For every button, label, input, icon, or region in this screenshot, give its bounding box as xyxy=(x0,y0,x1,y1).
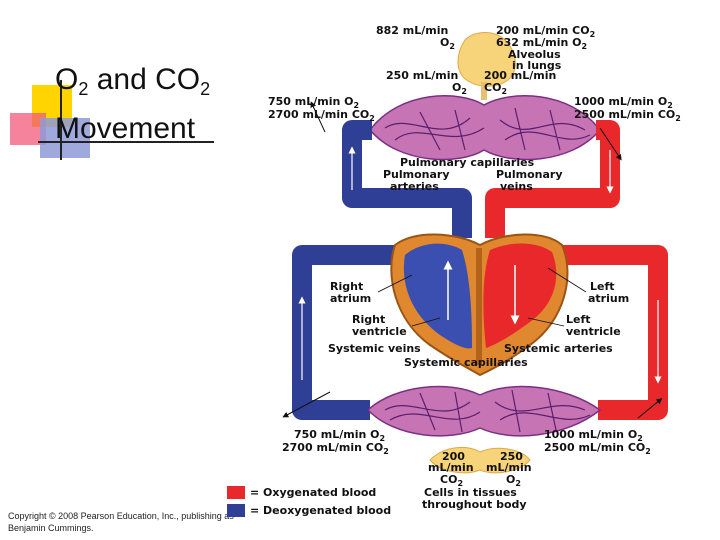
legend-oxygenated-label: = Oxygenated blood xyxy=(250,486,376,499)
flow-arrow-lower-right xyxy=(637,398,663,419)
systemic-capillaries-label: Systemic capillaries xyxy=(404,356,528,369)
left-heart-chamber xyxy=(483,243,557,348)
pulmonary-vein-path xyxy=(485,120,620,238)
bottom-unit-right: mL/min xyxy=(486,461,532,474)
alveolus-label-2: in lungs xyxy=(512,59,562,72)
pulmonary-veins-label-1: Pulmonary xyxy=(496,168,563,181)
alveolus-co2-rate: 200 mL/min xyxy=(484,69,556,82)
systemic-capillary-network xyxy=(384,389,591,433)
tissue-cells xyxy=(429,447,531,474)
flow-arrow-upper-right xyxy=(599,127,622,161)
lower-left-co2-flow: 2700 mL/min CO2 xyxy=(282,441,389,456)
top-left-o2-symbol: O2 xyxy=(440,36,455,51)
pulmonary-arteries-label-2: arteries xyxy=(390,180,439,193)
left-atrium-label-1: Left xyxy=(590,280,615,293)
alveolus-label-1: Alveolus xyxy=(508,48,561,61)
top-left-o2-rate: 882 mL/min xyxy=(376,24,448,37)
bottom-co2-value: 200 xyxy=(442,450,465,463)
alveolus-o2-symbol: O2 xyxy=(452,81,467,96)
alveolus-o2-rate: 250 mL/min xyxy=(386,69,458,82)
left-atrium-label-2: atrium xyxy=(588,292,629,305)
vertical-rule xyxy=(60,80,62,160)
lower-right-o2-flow: 1000 mL/min O2 xyxy=(544,428,643,443)
left-ventricle-label-1: Left xyxy=(566,313,591,326)
page-title: O2 and CO2 Movement xyxy=(55,63,211,145)
horizontal-rule xyxy=(38,141,214,143)
alveolus-shape xyxy=(457,32,516,87)
bottom-o2-value: 250 xyxy=(500,450,523,463)
cells-label-1: Cells in tissues xyxy=(424,486,517,499)
right-heart-chamber xyxy=(403,243,472,349)
legend-oxygenated-swatch xyxy=(227,486,245,499)
top-right-o2-rate: 632 mL/min O2 xyxy=(496,36,587,51)
left-atrium-pointer xyxy=(547,267,587,293)
upper-right-co2-flow: 2500 mL/min CO2 xyxy=(574,108,681,123)
pulmonary-veins-label-2: veins xyxy=(500,180,533,193)
upper-left-o2-flow: 750 mL/min O2 xyxy=(268,95,359,110)
systemic-arteries-label: Systemic arteries xyxy=(504,342,613,355)
systemic-veins-label: Systemic veins xyxy=(328,342,421,355)
upper-left-co2-flow: 2700 mL/min CO2 xyxy=(268,108,375,123)
bottom-unit-left: mL/min xyxy=(428,461,474,474)
top-right-co2-rate: 200 mL/min CO2 xyxy=(496,24,595,39)
pulmonary-capillary-bed xyxy=(369,95,601,161)
upper-right-o2-flow: 1000 mL/min O2 xyxy=(574,95,673,110)
lower-right-co2-flow: 2500 mL/min CO2 xyxy=(544,441,651,456)
pulmonary-capillary-network xyxy=(384,107,591,151)
alveolus-co2-symbol: CO2 xyxy=(484,81,507,96)
blue-square xyxy=(40,118,90,158)
cells-label-2: throughout body xyxy=(422,498,527,511)
bottom-co2-symbol: CO2 xyxy=(440,473,463,488)
lower-left-o2-flow: 750 mL/min O2 xyxy=(294,428,385,443)
legend-deoxygenated-swatch xyxy=(227,504,245,517)
right-atrium-label-1: Right xyxy=(330,280,363,293)
pulmonary-capillaries-label: Pulmonary capillaries xyxy=(400,156,535,169)
left-ventricle-label-2: ventricle xyxy=(566,325,621,338)
left-ventricle-pointer xyxy=(527,317,565,327)
pulmonary-artery-path xyxy=(342,120,472,238)
legend-deoxygenated-label: = Deoxygenated blood xyxy=(250,504,391,517)
pulmonary-arteries-label-1: Pulmonary xyxy=(383,168,450,181)
copyright-notice: Copyright © 2008 Pearson Education, Inc.… xyxy=(8,511,234,533)
right-atrium-pointer xyxy=(377,274,413,293)
right-ventricle-label-2: ventricle xyxy=(352,325,407,338)
systemic-capillary-bed xyxy=(366,385,602,437)
flow-arrow-lower-left xyxy=(282,391,331,418)
right-atrium-label-2: atrium xyxy=(330,292,371,305)
right-ventricle-label-1: Right xyxy=(352,313,385,326)
bottom-o2-symbol: O2 xyxy=(506,473,521,488)
right-ventricle-pointer xyxy=(411,317,441,327)
flow-arrow-upper-left xyxy=(310,101,326,133)
